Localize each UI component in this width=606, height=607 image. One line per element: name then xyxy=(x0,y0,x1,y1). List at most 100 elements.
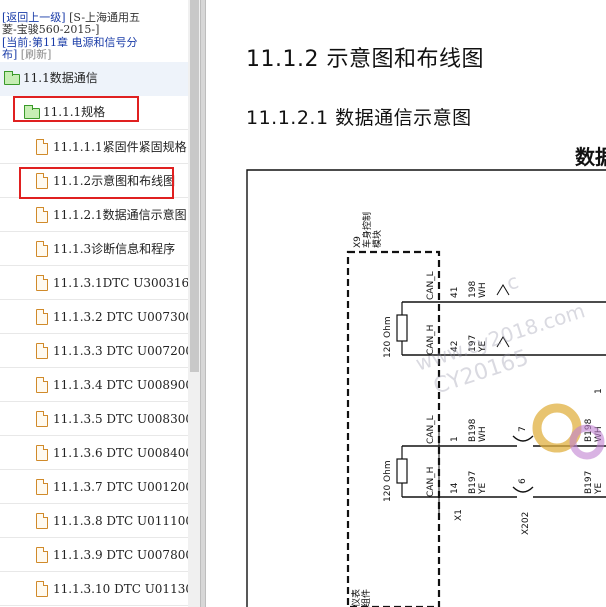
refresh-link[interactable]: [刷新] xyxy=(20,48,52,61)
document-icon xyxy=(36,309,48,325)
tree-item-label: 11.1数据通信 xyxy=(23,71,98,85)
tree-item-label: 11.1.3.2 DTC U007300 xyxy=(53,310,193,324)
module-top-label-2: 车身控制 xyxy=(361,212,373,248)
header-line-2: 菱-宝骏560-2015-] xyxy=(2,24,99,36)
module-top-label-3: 模块 xyxy=(371,230,383,248)
document-icon xyxy=(36,445,48,461)
tree-item-label: 11.1.3.3 DTC U007200 xyxy=(53,344,193,358)
highlight-box-specifications xyxy=(13,96,139,122)
diagram-frame xyxy=(246,169,606,607)
tree-item-doc[interactable]: 11.1.3.8 DTC U011100 xyxy=(0,504,193,538)
pin-bottom-2: 14 xyxy=(450,482,460,494)
pin-top-1: 41 xyxy=(450,287,460,298)
current-chapter-2[interactable]: 布] xyxy=(2,48,18,61)
splice-marker-2 xyxy=(496,336,510,348)
document-icon xyxy=(36,173,48,189)
wiring-diagram: X9 车身控制 模块 仪表 组件 120 Ohm CAN_L CAN_H 41 … xyxy=(246,169,606,607)
diagram-title: 数据 xyxy=(575,145,606,169)
tree-item-label: 11.1.3.5 DTC U008300 xyxy=(53,412,193,426)
wire-top-1b: WH xyxy=(478,282,488,298)
document-view: 11.1.2 示意图和布线图 11.1.2.1 数据通信示意图 数据 X9 车身… xyxy=(207,0,606,607)
wire-right-2a: B197 xyxy=(584,471,594,494)
tree-item-label: 11.1.3.4 DTC U008900 U xyxy=(53,378,198,392)
pin-bottom-1: 1 xyxy=(450,436,460,442)
document-icon xyxy=(36,139,48,155)
tree-scrollbar-thumb[interactable] xyxy=(190,0,199,372)
header-line-4: 布] [刷新] xyxy=(2,49,51,61)
wire-top-1a: 198 xyxy=(468,281,478,298)
tree-item-data-communication[interactable]: 11.1数据通信 xyxy=(0,62,194,96)
current-prefix: [当前: xyxy=(2,36,32,49)
document-icon xyxy=(36,479,48,495)
tree-item-doc[interactable]: 11.1.1.1紧固件紧固规格 xyxy=(0,130,188,164)
header-line-1: [返回上一级] [S-上海通用五 xyxy=(2,12,140,24)
wire-right-2b: YE xyxy=(594,483,604,495)
tree-item-doc[interactable]: 11.1.3诊断信息和程序 xyxy=(0,232,188,266)
tree-item-label: 11.1.3.1DTC U300316 U xyxy=(53,276,198,290)
subsection-heading: 11.1.2.1 数据通信示意图 xyxy=(246,107,472,129)
lower-resistor xyxy=(396,458,408,484)
tree-item-label: 11.1.3诊断信息和程序 xyxy=(53,242,176,256)
pin-top-2: 42 xyxy=(450,341,460,352)
document-icon xyxy=(36,241,48,257)
module-dashed-box xyxy=(346,250,441,607)
upper-resistor xyxy=(396,314,408,342)
tree-item-doc[interactable]: 11.1.3.4 DTC U008900 U xyxy=(0,368,198,402)
document-icon xyxy=(36,275,48,291)
tree-item-doc[interactable]: 11.1.2.1数据通信示意图 xyxy=(0,198,188,232)
tree-item-label: 11.1.3.6 DTC U008400 U xyxy=(53,446,198,460)
module-bottom-label-2: 组件 xyxy=(360,589,372,607)
document-icon xyxy=(36,207,48,223)
tree-item-label: 11.1.3.8 DTC U011100 xyxy=(53,514,193,528)
tree-item-doc[interactable]: 11.1.3.3 DTC U007200 xyxy=(0,334,193,368)
section-heading: 11.1.2 示意图和布线图 xyxy=(246,47,484,72)
connector-x202: X202 xyxy=(521,512,531,535)
document-icon xyxy=(36,411,48,427)
tree-item-doc[interactable]: 11.1.3.10 DTC U011300 xyxy=(0,572,198,606)
connector-pin-1: 1 xyxy=(594,388,604,394)
tree-item-label: 11.1.1.1紧固件紧固规格 xyxy=(53,140,187,154)
tree-item-doc[interactable]: 11.1.3.7 DTC U001200 xyxy=(0,470,193,504)
resistor-bottom-label: 120 Ohm xyxy=(383,460,393,502)
watermark-logo-icon xyxy=(532,403,605,460)
header-line-3: [当前:第11章 电源和信号分 xyxy=(2,37,138,49)
document-icon xyxy=(36,581,48,597)
tree-item-doc[interactable]: 11.1.3.2 DTC U007300 xyxy=(0,300,193,334)
tree-item-label: 11.1.3.9 DTC U007800 U xyxy=(53,548,198,562)
tree-item-label: 11.1.3.7 DTC U001200 xyxy=(53,480,193,494)
current-chapter-1[interactable]: 第11章 电源和信号分 xyxy=(32,36,138,49)
panel-splitter[interactable] xyxy=(200,0,206,607)
tree-item-doc[interactable]: 11.1.3.5 DTC U008300 xyxy=(0,402,193,436)
document-icon xyxy=(36,513,48,529)
wire-bot-1b: WH xyxy=(478,426,488,442)
tree-item-label: 11.1.3.10 DTC U011300 xyxy=(53,582,198,596)
document-icon xyxy=(36,343,48,359)
tree-item-specifications[interactable]: 11.1.1规格 xyxy=(0,96,188,130)
connector-pin-6: 6 xyxy=(518,478,528,484)
wire-bot-1a: B198 xyxy=(468,418,478,442)
wire-bot-2b: YE xyxy=(478,483,488,495)
can-h-top: CAN_H xyxy=(426,325,436,355)
tree-item-label: 11.1.2.1数据通信示意图 xyxy=(53,208,187,222)
folder-open-icon xyxy=(24,105,40,119)
wire-top-2b: YE xyxy=(478,341,488,353)
tree-item-doc[interactable]: 11.1.3.6 DTC U008400 U xyxy=(0,436,198,470)
tree-item-label: 11.1.2示意图和布线图 xyxy=(53,174,176,188)
book-title-2: 菱-宝骏560-2015-] xyxy=(2,23,100,36)
highlight-box-schematic xyxy=(19,167,174,199)
connector-x202-lower xyxy=(512,486,534,493)
tree-item-doc[interactable]: 11.1.3.9 DTC U007800 U xyxy=(0,538,198,572)
document-icon xyxy=(36,547,48,563)
tree-item-label: 11.1.1规格 xyxy=(43,105,106,119)
book-title-1: [S-上海通用五 xyxy=(69,11,141,24)
wire-top-2a: 197 xyxy=(468,335,478,352)
splice-marker-1 xyxy=(496,284,510,296)
tree-item-doc[interactable]: 11.1.3.1DTC U300316 U xyxy=(0,266,198,300)
can-l-top: CAN_L xyxy=(426,271,436,300)
wire-bot-2a: B197 xyxy=(468,471,478,494)
navigation-tree: [返回上一级] [S-上海通用五 菱-宝骏560-2015-] [当前:第11章… xyxy=(0,0,198,607)
module-bottom-label-1: 仪表 xyxy=(350,589,362,607)
back-link[interactable]: [返回上一级] xyxy=(2,11,66,24)
connector-pin-7: 7 xyxy=(518,426,528,432)
module-top-label-1: X9 xyxy=(353,236,363,248)
